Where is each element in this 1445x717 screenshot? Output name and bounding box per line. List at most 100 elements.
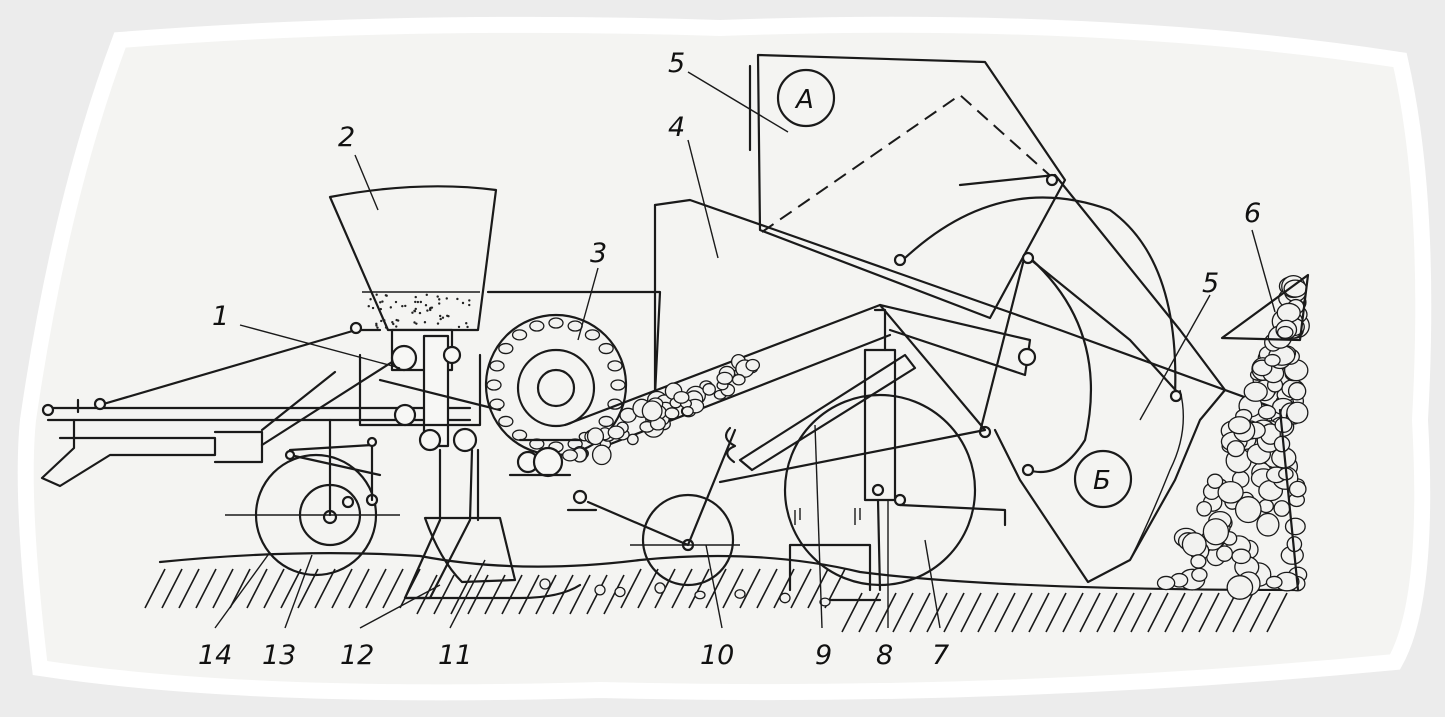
ground-hatch [280,568,302,609]
seed-dot [380,319,383,323]
stone [1216,545,1234,562]
stone [1226,440,1246,458]
main-body [653,198,1062,397]
drum-tooth [498,415,514,428]
seed-dot [423,321,427,324]
ground-hatch [348,568,370,609]
ground-hatch [790,568,812,609]
seed-dot [392,322,395,326]
stone [1181,532,1207,557]
seed-dot [389,306,393,309]
ground-hatch [501,574,523,615]
stone [1273,500,1291,517]
drum-tooth [529,320,545,332]
ground-hatch [1147,592,1169,633]
ground-hatch [739,568,761,609]
ground-hatch [263,568,285,609]
ground-hatch [875,592,897,633]
ground-hatch [620,568,642,609]
seed-dot [404,304,407,308]
seed-dot [383,319,386,322]
ground-hatch [552,574,574,615]
seed-dot [456,297,459,301]
seed-dot [465,322,468,325]
drum-tooth [548,317,564,329]
ground-hatch [1130,592,1152,633]
label-8: 8 [876,640,893,671]
front-wheel [225,418,400,577]
ground-hatch [569,574,591,615]
drum-tooth [598,415,614,428]
seed-dot [371,306,375,310]
drum-tooth [598,342,614,355]
seed-dot [391,321,394,324]
stone [673,390,690,404]
stone [1288,480,1307,498]
seed-dot [394,300,398,304]
ground-hatch [1062,592,1084,633]
ground-hatch [365,568,387,609]
drum-tooth [607,360,623,372]
ground-hatch [977,592,999,633]
stone [745,358,761,372]
stone [1256,512,1280,537]
seed-dot [416,300,420,304]
ground-hatch [909,592,931,633]
rear-wheel [783,393,1007,602]
stone [1231,548,1252,565]
seed-dot [466,325,469,329]
bin-position-b [893,173,1227,584]
ground-hatch [178,568,200,609]
ground-hatch [314,568,336,609]
seed-dot [461,301,465,305]
seed-dot [424,304,428,307]
seed-dot [395,325,398,328]
ground-hatch [144,568,166,609]
seed-dot [438,314,442,318]
ground-hatch [246,568,268,609]
seed-dot [425,293,428,297]
stone [539,578,551,590]
ground-hatch [433,574,455,615]
ground-hatch [195,568,217,609]
paper-sheet [17,16,1432,701]
ground-hatch [1198,592,1220,633]
label-9: 9 [815,640,832,671]
seed-dot [384,294,388,297]
ground-hatch [722,568,744,609]
stone [681,406,694,417]
seed-dot [439,317,442,321]
seed-dot [414,295,417,299]
stone [1217,480,1244,504]
drum-tooth [610,379,626,391]
stone [1243,381,1268,402]
ground-hatch [943,592,965,633]
seed-dot [457,325,461,329]
ground-hatch [229,568,251,609]
stone [626,433,639,446]
seed-dot [413,321,416,324]
seed-dot [375,293,378,296]
ground-hatch [688,568,710,609]
seed-dot [436,295,439,298]
stone [1276,325,1294,339]
drum-tooth [498,342,514,355]
seed-dot [468,303,471,307]
ground-hatch [1113,592,1135,633]
drum-tooth [486,379,502,391]
seed-dot [419,300,423,304]
stone [1286,401,1309,424]
label-4: 4 [668,112,685,143]
label-13: 13 [262,640,296,671]
stone [1287,381,1307,401]
seed-dot [468,299,471,302]
stone [1206,473,1224,489]
stone [562,449,578,462]
frame [358,353,502,453]
stone [1264,353,1281,367]
ground-hatch [603,574,625,615]
ground-hatch [161,568,183,609]
ground-hatch [1096,592,1118,633]
seed-dot [430,306,434,309]
seed-hopper [328,185,498,448]
